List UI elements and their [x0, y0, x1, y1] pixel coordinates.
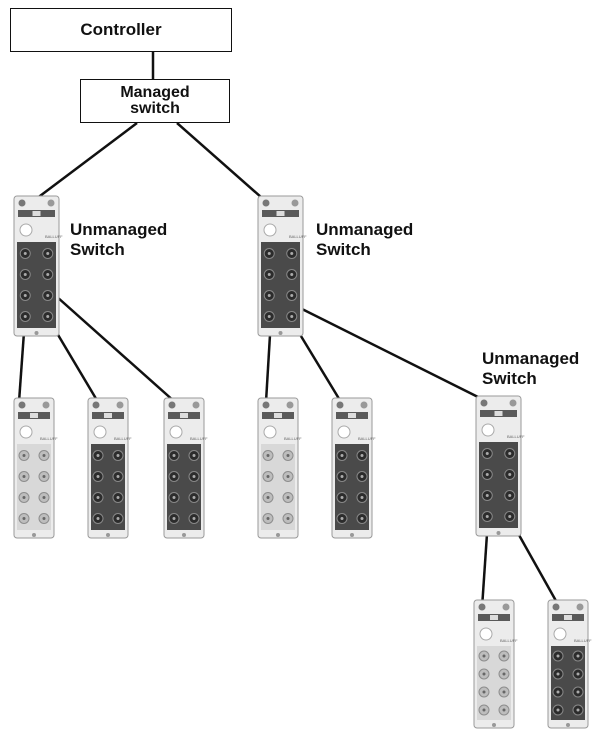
svg-text:BALLUFF: BALLUFF: [40, 436, 58, 441]
io-module-5: BALLUFF: [331, 397, 376, 539]
io-modules: BALLUFF BALLUFF BALLUFF BALLUFF BALLUFF BALLU…: [13, 195, 592, 729]
unmanaged-switch-label-1: Unmanaged Switch: [70, 220, 168, 259]
io-module-1: BALLUFF: [13, 397, 58, 539]
svg-text:BALLUFF: BALLUFF: [284, 436, 302, 441]
unmanaged-switch-module-3: BALLUFF: [475, 395, 525, 537]
io-module-6: BALLUFF: [473, 599, 518, 729]
io-module-2: BALLUFF: [87, 397, 132, 539]
unmanaged-switch-module-1: BALLUFF: [13, 195, 63, 337]
svg-text:BALLUFF: BALLUFF: [190, 436, 208, 441]
link-line-3: [176, 122, 271, 206]
svg-text:BALLUFF: BALLUFF: [114, 436, 132, 441]
io-module-4: BALLUFF: [257, 397, 302, 539]
svg-text:BALLUFF: BALLUFF: [500, 638, 518, 643]
link-line-2: [27, 122, 138, 206]
controller-label: Controller: [80, 20, 162, 39]
unmanaged-switch-label-2: Unmanaged Switch: [316, 220, 414, 259]
unmanaged-switch-module-2: BALLUFF: [257, 195, 307, 337]
svg-text:BALLUFF: BALLUFF: [358, 436, 376, 441]
svg-text:BALLUFF: BALLUFF: [289, 234, 307, 239]
io-module-7: BALLUFF: [547, 599, 592, 729]
io-module-3: BALLUFF: [163, 397, 208, 539]
svg-text:BALLUFF: BALLUFF: [507, 434, 525, 439]
svg-text:BALLUFF: BALLUFF: [45, 234, 63, 239]
managed-switch-label: Managed switch: [120, 84, 190, 117]
svg-text:BALLUFF: BALLUFF: [574, 638, 592, 643]
link-line-6: [46, 287, 176, 403]
managed-switch-box: Managed switch: [80, 79, 230, 123]
controller-box: Controller: [10, 8, 232, 52]
unmanaged-switch-label-3: Unmanaged Switch: [482, 349, 580, 388]
link-line-9: [289, 301, 489, 404]
